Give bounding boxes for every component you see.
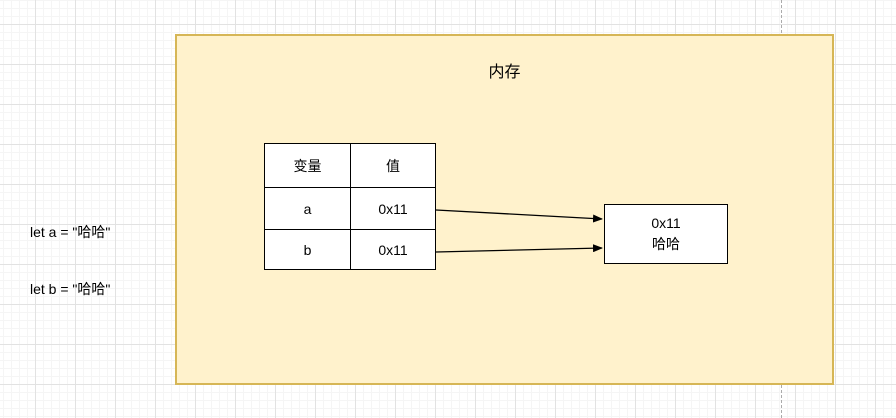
heap-object-address: 0x11	[651, 215, 681, 231]
heap-object-value: 哈哈	[652, 236, 680, 252]
table-row-a: a 0x11	[264, 187, 436, 230]
heap-object-shape[interactable]: 0x11 哈哈	[604, 204, 728, 264]
arrow-a-to-heap-object[interactable]	[435, 209, 603, 223]
table-header-row: 变量 值	[264, 143, 436, 188]
memory-container-title: 内存	[488, 64, 521, 81]
cell-variable-a: a	[264, 187, 351, 230]
arrow-b-to-heap-object[interactable]	[435, 244, 603, 253]
table-header-variable: 变量	[264, 143, 351, 188]
cell-value-a: 0x11	[350, 187, 436, 230]
code-line-1: let a = "哈哈"	[30, 224, 111, 240]
cell-value-b: 0x11	[350, 229, 436, 270]
table-row-b: b 0x11	[264, 229, 436, 270]
table-header-value: 值	[350, 143, 436, 188]
code-annotation[interactable]: let a = "哈哈" let b = "哈哈"	[30, 185, 110, 337]
variables-table[interactable]: 变量 值 a 0x11 b 0x11	[264, 143, 436, 270]
code-line-2: let b = "哈哈"	[30, 281, 111, 297]
cell-variable-b: b	[264, 229, 351, 270]
